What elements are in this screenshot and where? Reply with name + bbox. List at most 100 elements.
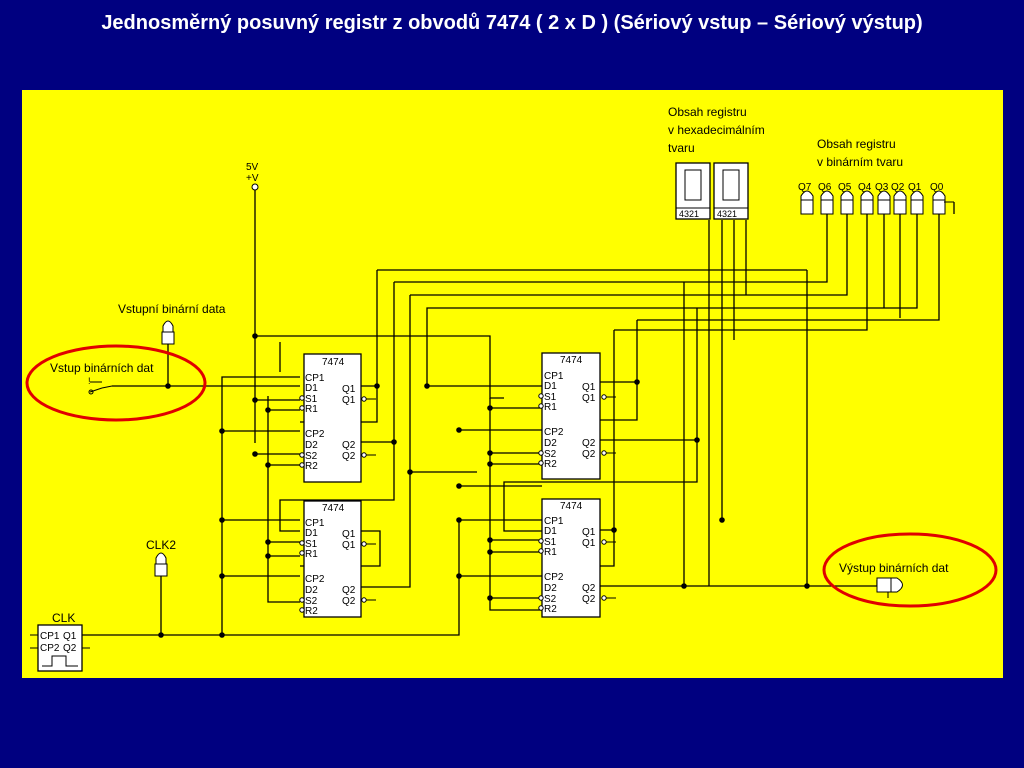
chip-pin-label: CP2 [305,574,325,585]
led-icon [860,190,874,215]
slide-title: Jednosměrný posuvný registr z obvodů 747… [101,12,923,34]
q-label: Q7 [798,182,812,193]
switch-icon[interactable]: ! [88,376,113,395]
chip-pin-label: Q2 [582,583,596,594]
clk2-label: CLK2 [146,538,176,552]
chip-pin-label: R1 [544,402,557,413]
probe-icon [161,320,175,345]
chip-pin-label: S2 [544,449,557,460]
output-probe-icon [876,577,903,598]
svg-text:CP1: CP1 [40,631,60,642]
wiring [82,190,955,636]
chip-pin-label: S1 [544,392,557,403]
chip-pin-label: Q1 [342,529,356,540]
chip-pin-label: Q1 [582,393,596,404]
q-label: Q5 [838,182,852,193]
junction-dot [374,383,380,389]
q-label: Q3 [875,182,889,193]
junction-dot [424,383,430,389]
chip-pin-label: Q2 [582,438,596,449]
digit-pins-left: 4321 [679,209,699,219]
chip-pin-label: Q1 [342,540,356,551]
chip-pin-label: Q1 [342,384,356,395]
output-label: Výstup binárních dat [839,561,949,575]
chip-pin-label: R2 [305,606,318,617]
chip-pin-label: Q2 [582,594,596,605]
chip-pin-label: S1 [305,539,318,550]
chip-pin-label: CP1 [305,518,325,529]
chip-pin-label: D2 [544,583,557,594]
junctions [158,333,810,638]
junction-dot [252,451,258,457]
junction-dot [487,405,493,411]
chip-pin-label: R1 [305,549,318,560]
junction-dot [265,539,271,545]
junction-dot [158,632,164,638]
supply-label-plus-v: +V [246,173,259,184]
svg-text:v binárním tvaru: v binárním tvaru [817,155,903,169]
hex-display-label: Obsah registru v hexadecimálním tvaru [668,105,765,155]
chip-pin-label: D1 [305,528,318,539]
junction-dot [804,583,810,589]
junction-dot [391,439,397,445]
clock-generator-icon[interactable]: CP1 Q1 CP2 Q2 [30,624,90,672]
junction-dot [487,537,493,543]
clk-label: CLK [52,611,75,625]
chip-pin-label: D2 [544,438,557,449]
chip-pin-label: Q1 [582,538,596,549]
svg-text:!: ! [88,376,91,386]
svg-text:CP2: CP2 [40,643,60,654]
led-icon [820,190,834,215]
junction-dot [681,583,687,589]
output-highlight-ellipse [822,532,998,608]
chip-pin-label: Q2 [582,449,596,460]
junction-dot [456,483,462,489]
input-switch-label: Vstup binárních dat [50,361,154,375]
chip-pin-label: CP1 [544,516,564,527]
svg-text:v hexadecimálním: v hexadecimálním [668,123,765,137]
seven-segment-display-icon: 4321 4321 [675,162,749,220]
chip-pin-label: R2 [544,459,557,470]
chip-title: 7474 [560,355,583,366]
junction-dot [219,632,225,638]
q-label: Q0 [930,182,944,193]
chip-pin-label: CP1 [305,373,325,384]
chip-pin-label: CP2 [305,429,325,440]
chip-pin-label: S2 [305,596,318,607]
junction-dot [487,450,493,456]
junction-dot [487,461,493,467]
input-highlight-ellipse [25,344,207,422]
led-row [800,190,954,215]
svg-text:tvaru: tvaru [668,141,695,155]
chip-pin-label: Q1 [582,527,596,538]
junction-dot [611,527,617,533]
junction-dot [456,427,462,433]
chip-pin-label: CP2 [544,572,564,583]
chip-pin-label: D2 [305,440,318,451]
digit-pins-right: 4321 [717,209,737,219]
chip-pin-label: Q2 [342,596,356,607]
svg-text:Q2: Q2 [63,643,77,654]
chip-pin-label: S1 [544,537,557,548]
chip-pin-label: Q2 [342,585,356,596]
junction-dot [719,517,725,523]
chip-pin-label: CP1 [544,371,564,382]
q-label: Q6 [818,182,832,193]
svg-text:Q1: Q1 [63,631,77,642]
chip-pin-label: D1 [305,383,318,394]
input-data-label: Vstupní binární data [118,302,226,316]
svg-text:Obsah registru: Obsah registru [817,137,896,151]
chip-pin-label: R1 [544,547,557,558]
chip-pin-label: D1 [544,526,557,537]
junction-dot [487,549,493,555]
chip-pin-label: Q1 [342,395,356,406]
chip-pin-label: D1 [544,381,557,392]
q-label: Q1 [908,182,922,193]
junction-dot [487,595,493,601]
